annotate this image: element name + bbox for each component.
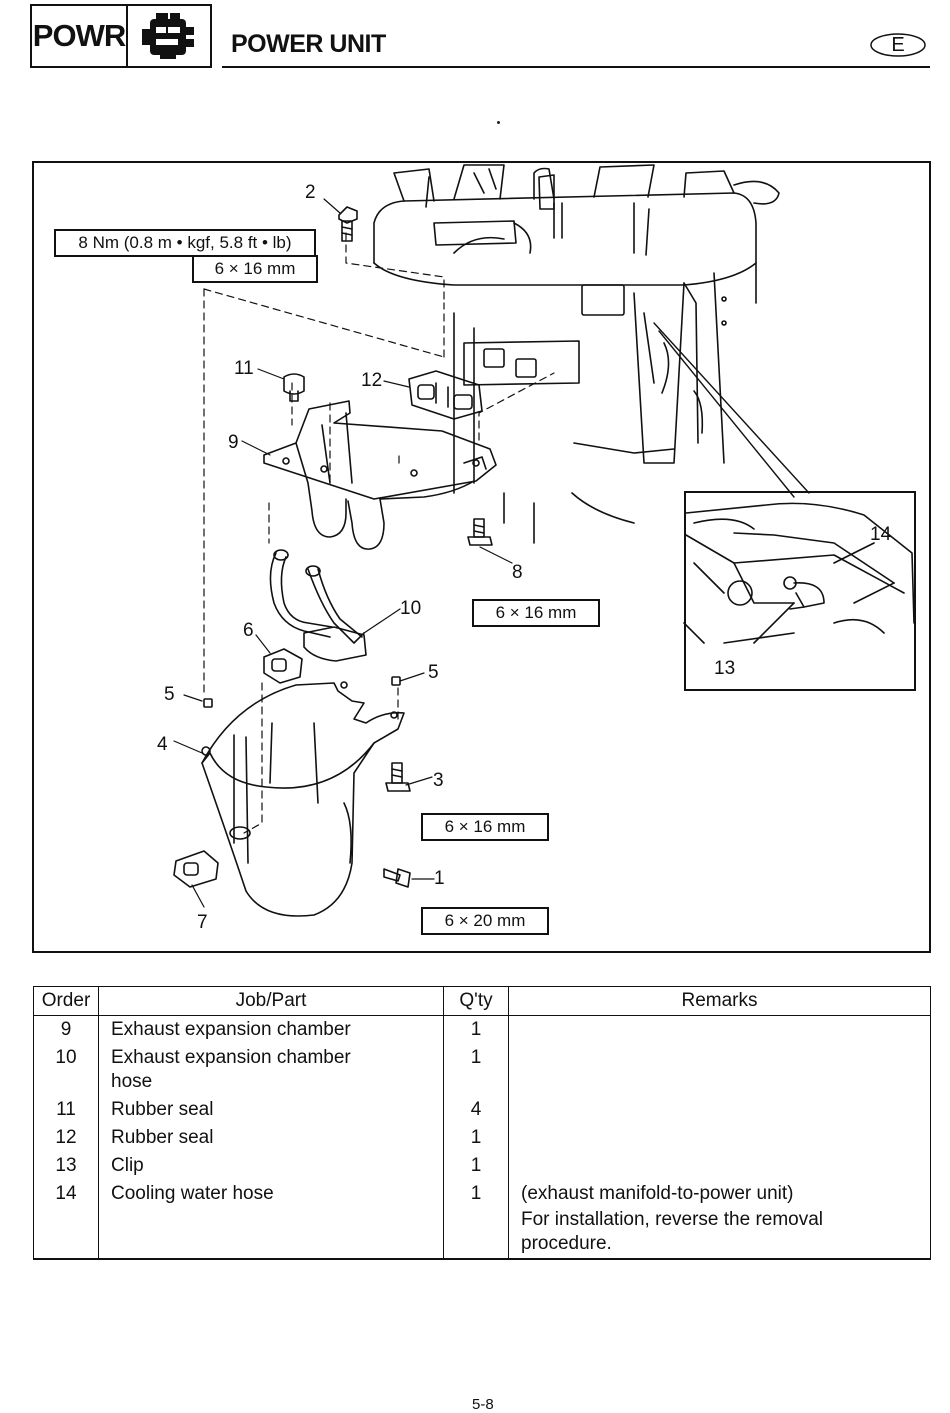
row-job: Rubber seal (98, 1124, 444, 1152)
row-qty: 1 (443, 1015, 509, 1044)
section-tab: POWR (30, 4, 212, 68)
row-qty: 1 (443, 1152, 509, 1180)
row-remarks: (exhaust manifold-to-power unit) (521, 1183, 794, 1204)
table-row: 11 Rubber seal 4 (33, 1096, 931, 1124)
row-remarks-cell: (exhaust manifold-to-power unit) For ins… (508, 1180, 931, 1260)
row-remarks (508, 1096, 931, 1124)
callout-8: 8 (512, 562, 523, 583)
row-qty: 1 (443, 1124, 509, 1152)
row-job: Clip (98, 1152, 444, 1180)
row-qty: 4 (443, 1096, 509, 1124)
leader-lines (173, 198, 513, 908)
rubber-seal-item-12 (408, 370, 483, 420)
page-title: POWER UNIT (231, 30, 386, 58)
bolt-size-box-item-1: 6 × 20 mm (421, 907, 549, 935)
drive-shaft-housing (453, 272, 727, 544)
callout-6: 6 (243, 620, 254, 641)
alignment-dashes (203, 232, 555, 834)
callout-13: 13 (714, 658, 736, 679)
row-order: 12 (33, 1124, 99, 1152)
callout-12: 12 (361, 370, 383, 391)
power-unit-casing (373, 164, 780, 316)
bolt-item-3 (385, 762, 411, 792)
table-row: 12 Rubber seal 1 (33, 1124, 931, 1152)
rubber-seal-item-7 (173, 850, 219, 888)
lower-cover-item-4 (201, 681, 405, 917)
callout-4: 4 (157, 734, 168, 755)
row-remarks (508, 1124, 931, 1152)
row-remarks (508, 1152, 931, 1180)
row-order: 11 (33, 1096, 99, 1124)
row-remarks (508, 1015, 931, 1044)
row-job: Exhaust expansion chamber hose (98, 1044, 444, 1096)
callout-3: 3 (433, 770, 444, 791)
callout-9: 9 (228, 432, 239, 453)
bolt-item-8 (467, 518, 493, 546)
row-remarks (508, 1044, 931, 1096)
row-qty: 1 (443, 1180, 509, 1260)
rubber-seal-item-11 (283, 373, 305, 402)
row-order: 9 (33, 1015, 99, 1044)
title-rule (222, 66, 930, 68)
row-order: 13 (33, 1152, 99, 1180)
engine-block-icon (128, 6, 210, 66)
row-job: Exhaust expansion chamber (98, 1015, 444, 1044)
bolt-size-box-item-3: 6 × 16 mm (421, 813, 549, 841)
torque-spec-box: 8 Nm (0.8 m • kgf, 5.8 ft • lb) (54, 229, 316, 257)
bolt-size-box-item-8: 6 × 16 mm (472, 599, 600, 627)
rubber-seal-item-6 (263, 648, 303, 684)
table-row: 14 Cooling water hose 1 (exhaust manifol… (33, 1180, 931, 1260)
callout-14: 14 (870, 524, 892, 545)
section-code: POWR (32, 6, 128, 66)
row-job: Cooling water hose (98, 1180, 444, 1260)
table-row: 10 Exhaust expansion chamber hose 1 (33, 1044, 931, 1096)
row-qty: 1 (443, 1044, 509, 1096)
header-order: Order (33, 986, 99, 1016)
header-remarks: Remarks (508, 986, 931, 1016)
row-order: 10 (33, 1044, 99, 1096)
header-job-part: Job/Part (98, 986, 444, 1016)
inset-detail-drawing (683, 502, 915, 644)
exploded-diagram: 2 11 12 9 8 10 6 5 5 4 3 1 7 14 13 8 Nm … (32, 161, 931, 953)
detail-inset-frame (684, 491, 916, 691)
language-badge-label: E (891, 34, 905, 56)
bolt-size-box-item-2: 6 × 16 mm (192, 255, 318, 283)
language-badge: E (870, 33, 926, 57)
bolt-item-1 (383, 868, 411, 888)
header-qty: Q'ty (443, 986, 509, 1016)
exhaust-expansion-chamber-item-9 (263, 400, 497, 550)
callout-11: 11 (234, 358, 254, 379)
table-header-row: Order Job/Part Q'ty Remarks (33, 986, 931, 1016)
callout-10: 10 (400, 598, 422, 619)
stray-dot (497, 121, 500, 124)
page-number: 5-8 (472, 1396, 494, 1413)
row-order: 14 (33, 1180, 99, 1260)
callout-2: 2 (305, 182, 316, 203)
callout-7: 7 (197, 912, 208, 933)
grommet-item-5-left (203, 698, 213, 708)
bolt-item-2 (338, 206, 358, 242)
callout-1: 1 (434, 868, 445, 889)
grommet-item-5-right (391, 676, 401, 686)
row-job: Rubber seal (98, 1096, 444, 1124)
parts-table: Order Job/Part Q'ty Remarks 9 Exhaust ex… (33, 986, 931, 1260)
table-row: 13 Clip 1 (33, 1152, 931, 1180)
exhaust-hose-item-10 (269, 549, 367, 662)
row-remarks-note: For installation, reverse the removal pr… (521, 1209, 824, 1254)
table-row: 9 Exhaust expansion chamber 1 (33, 1015, 931, 1044)
callout-5-right: 5 (428, 662, 439, 683)
callout-5-left: 5 (164, 684, 175, 705)
exploded-view-drawing (173, 164, 915, 917)
